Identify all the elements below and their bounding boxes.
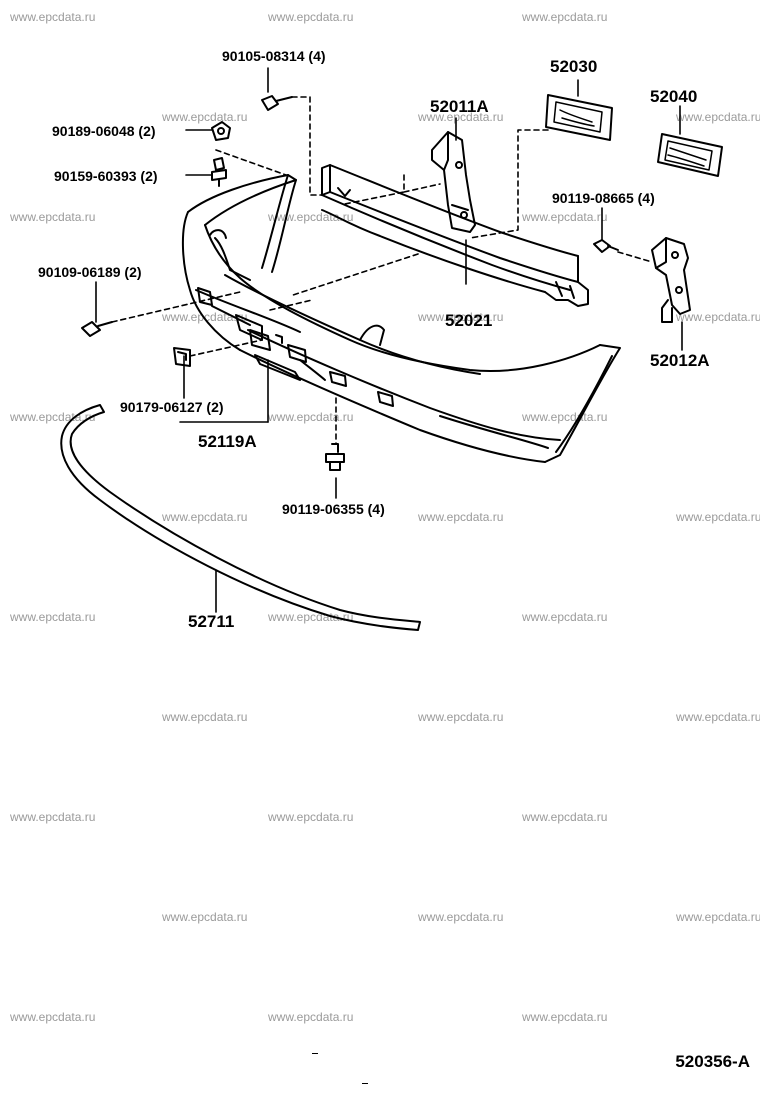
label-90119-08665: 90119-08665 (4) [552,190,655,206]
watermark: www.epcdata.ru [676,910,760,924]
watermark: www.epcdata.ru [676,510,760,524]
label-52711: 52711 [188,612,235,631]
leader-lines [95,67,683,613]
watermark: www.epcdata.ru [268,10,354,24]
label-90119-06355: 90119-06355 (4) [282,501,385,517]
watermark: www.epcdata.ru [522,210,608,224]
watermark: www.epcdata.ru [162,910,248,924]
clip-90179 [173,347,191,367]
plate-52030 [545,94,613,141]
watermark: www.epcdata.ru [10,10,96,24]
crop-mark [312,1053,318,1054]
label-52040: 52040 [650,87,698,106]
plate-52040 [657,133,723,177]
label-90179: 90179-06127 (2) [120,399,224,415]
label-90189: 90189-06048 (2) [52,123,156,139]
bolt-90109 [81,321,113,337]
watermark: www.epcdata.ru [676,310,760,324]
watermark: www.epcdata.ru [162,110,248,124]
watermark: www.epcdata.ru [418,710,504,724]
crop-mark [362,1083,368,1084]
clip-90159 [211,157,227,187]
watermark: www.epcdata.ru [522,610,608,624]
assembly-lines [111,96,653,445]
diagram-reference-code: 520356-A [675,1052,750,1071]
watermark: www.epcdata.ru [10,610,96,624]
watermark: www.epcdata.ru [10,410,96,424]
watermark: www.epcdata.ru [10,1010,96,1024]
bolt-90119a [593,239,619,253]
label-90109: 90109-06189 (2) [38,264,142,280]
watermark: www.epcdata.ru [268,810,354,824]
watermark: www.epcdata.ru [162,510,248,524]
label-52030: 52030 [550,57,598,76]
watermark: www.epcdata.ru [418,910,504,924]
label-52011a: 52011A [430,97,489,116]
watermark: www.epcdata.ru [522,10,608,24]
watermark: www.epcdata.ru [522,410,608,424]
watermark: www.epcdata.ru [10,210,96,224]
lip-spoiler-52711 [60,404,421,631]
watermark: www.epcdata.ru [522,810,608,824]
watermark: www.epcdata.ru [522,1010,608,1024]
reinforcement-beam [321,164,589,307]
label-52012a: 52012A [650,351,710,370]
watermark: www.epcdata.ru [676,110,760,124]
watermark: www.epcdata.ru [10,810,96,824]
watermark: www.epcdata.ru [418,310,504,324]
label-52021: 52021 [445,311,493,330]
watermark: www.epcdata.ru [268,610,354,624]
label-90105: 90105-08314 (4) [222,48,326,64]
bumper-cover [181,174,621,463]
watermark: www.epcdata.ru [268,1010,354,1024]
nut-90189 [211,121,231,141]
retainer-bracket-52011a [431,131,476,233]
bolt-90105 [261,95,293,111]
watermark: www.epcdata.ru [418,510,504,524]
retainer-bracket-52012a [651,237,691,323]
watermark: www.epcdata.ru [676,710,760,724]
watermark: www.epcdata.ru [268,410,354,424]
clip-90119b [325,443,345,471]
label-52119a: 52119A [198,432,257,451]
watermark: www.epcdata.ru [418,110,504,124]
label-90159: 90159-60393 (2) [54,168,158,184]
watermark: www.epcdata.ru [162,710,248,724]
